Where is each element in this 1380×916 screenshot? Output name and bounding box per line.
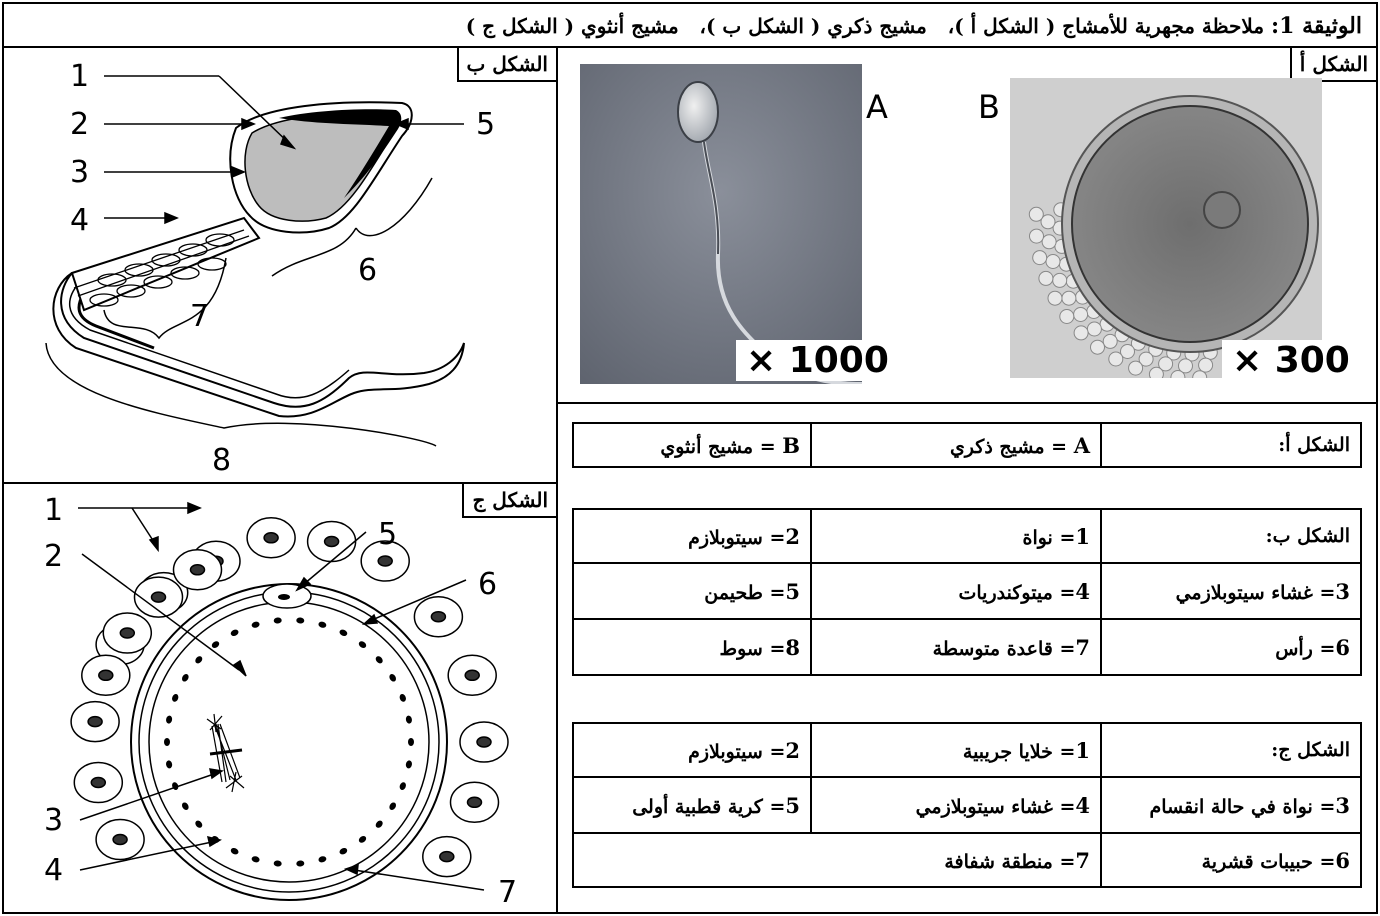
follicle-cell-nucleus [440, 852, 454, 862]
document-title-text: ملاحظة مجهرية للأمشاج ( الشكل أ )، مشيج … [466, 14, 1264, 38]
fig-b-label-1: 1 [70, 59, 89, 94]
corona-cell [1039, 271, 1053, 285]
legend-table-b: الشكل ب: 1= نواة 2= سيتوبلازم 3= غشاء سي… [572, 508, 1362, 676]
legend-a-item: B = مشيج أنثوي [573, 423, 811, 467]
legend-b-item: 3= غشاء سيتوبلازمي [1101, 563, 1361, 619]
legend-j-item: 5= كرية قطبية أولى [573, 777, 811, 833]
cortical-granule [164, 738, 170, 746]
sperm-diagram: 1 2 3 4 5 6 7 8 [4, 48, 556, 482]
document-title-label: الوثيقة 1: [1271, 13, 1362, 39]
corona-cell [1046, 255, 1060, 269]
fig-j-label-1: 1 [44, 493, 63, 528]
corona-cell [1103, 334, 1117, 348]
legend-b-item: 6= رأس [1101, 619, 1361, 675]
corona-cell [1053, 273, 1067, 287]
legend-j-item: 1= خلايا جريبية [811, 723, 1101, 777]
figure-a-panel: الشكل أ × 1000 A × 300 B [556, 46, 1378, 404]
legend-b-item: 7= قاعدة متوسطة [811, 619, 1101, 675]
oocyte-diagram: 1 2 3 4 5 6 7 [4, 484, 556, 912]
fig-b-label-5: 5 [476, 107, 495, 142]
legend-j-item: 7= منطقة شفافة [573, 833, 1101, 887]
legend-b-item: 8= سوط [573, 619, 811, 675]
legend-b-item: 1= نواة [811, 509, 1101, 563]
follicle-cell-nucleus [325, 537, 339, 547]
corona-cell [1109, 352, 1123, 366]
follicle-cell-nucleus [477, 737, 491, 747]
corona-cell [1149, 367, 1163, 378]
follicle-cell-nucleus [465, 670, 479, 680]
corona-cell [1062, 291, 1076, 305]
figure-j-panel: الشكل ج 1 2 3 [2, 482, 558, 914]
corona-cell [1033, 251, 1047, 265]
legend-b-item: 2= سيتوبلازم [573, 509, 811, 563]
fig-b-label-7: 7 [190, 299, 209, 334]
corona-cell [1074, 326, 1088, 340]
legend-j-item: 3= نواة في حالة انقسام [1101, 777, 1361, 833]
sperm-micrograph [580, 64, 862, 384]
legend-j-item: 6= حبيبات قشرية [1101, 833, 1361, 887]
oocyte-letter: B [978, 88, 1000, 126]
legend-a-item: A = مشيج ذكري [811, 423, 1101, 467]
fig-j-label-3: 3 [44, 803, 63, 838]
legend-b-item: 4= ميتوكندريات [811, 563, 1101, 619]
oocyte-magnification: × 300 [1222, 340, 1360, 381]
cortical-granule [408, 738, 414, 746]
follicle-cell-nucleus [91, 778, 105, 788]
document-title-bar: الوثيقة 1: ملاحظة مجهرية للأمشاج ( الشكل… [2, 2, 1378, 48]
fig-b-label-8: 8 [212, 443, 231, 478]
legend-j-item: 4= غشاء سيتوبلازمي [811, 777, 1101, 833]
follicle-cell-nucleus [431, 612, 445, 622]
follicle-cell-nucleus [120, 628, 134, 638]
sperm-magnification: × 1000 [736, 340, 899, 381]
follicle-cell-nucleus [113, 835, 127, 845]
corona-cell [1030, 229, 1044, 243]
fig-b-label-4: 4 [70, 203, 89, 238]
legend-b-item: 5= طحيمن [573, 563, 811, 619]
follicle-cell-nucleus [191, 565, 205, 575]
corona-cell [1091, 340, 1105, 354]
follicle-cell-nucleus [378, 556, 392, 566]
corona-cell [1087, 322, 1101, 336]
corona-cell [1029, 207, 1043, 221]
fig-b-label-6: 6 [358, 253, 377, 288]
legend-table-j: الشكل ج: 1= خلايا جريبية 2= سيتوبلازم 3=… [572, 722, 1362, 888]
legend-j-item: 2= سيتوبلازم [573, 723, 811, 777]
legend-b-header: الشكل ب: [1101, 509, 1361, 563]
corona-cell [1129, 361, 1143, 375]
follicle-cell-nucleus [99, 670, 113, 680]
fig-j-label-7: 7 [498, 875, 517, 910]
fig-j-label-5: 5 [378, 517, 397, 552]
oocyte-micrograph [1010, 78, 1322, 378]
follicle-cell-nucleus [88, 717, 102, 727]
legend-table-a: الشكل أ: A = مشيج ذكري B = مشيج أنثوي [572, 422, 1362, 468]
corona-cell [1199, 358, 1213, 372]
follicle-cell-nucleus [264, 533, 278, 543]
legend-j-header: الشكل ج: [1101, 723, 1361, 777]
sperm-letter: A [866, 88, 888, 126]
fig-j-label-4: 4 [44, 853, 63, 888]
follicle-cell-nucleus [152, 592, 166, 602]
fig-b-label-2: 2 [70, 107, 89, 142]
figure-b-panel: الشكل ب 1 [2, 46, 558, 484]
fig-b-label-3: 3 [70, 155, 89, 190]
follicle-cell-nucleus [468, 797, 482, 807]
fig-j-label-2: 2 [44, 539, 63, 574]
corona-cell [1060, 310, 1074, 324]
document-title: الوثيقة 1: ملاحظة مجهرية للأمشاج ( الشكل… [466, 13, 1362, 39]
figure-a-tag: الشكل أ [1290, 46, 1378, 82]
corona-cell [1042, 235, 1056, 249]
legend-panel: الشكل أ: A = مشيج ذكري B = مشيج أنثوي ال… [556, 402, 1378, 914]
corona-cell [1048, 291, 1062, 305]
fig-j-label-6: 6 [478, 567, 497, 602]
corona-cell [1074, 308, 1088, 322]
legend-a-header: الشكل أ: [1101, 423, 1361, 467]
